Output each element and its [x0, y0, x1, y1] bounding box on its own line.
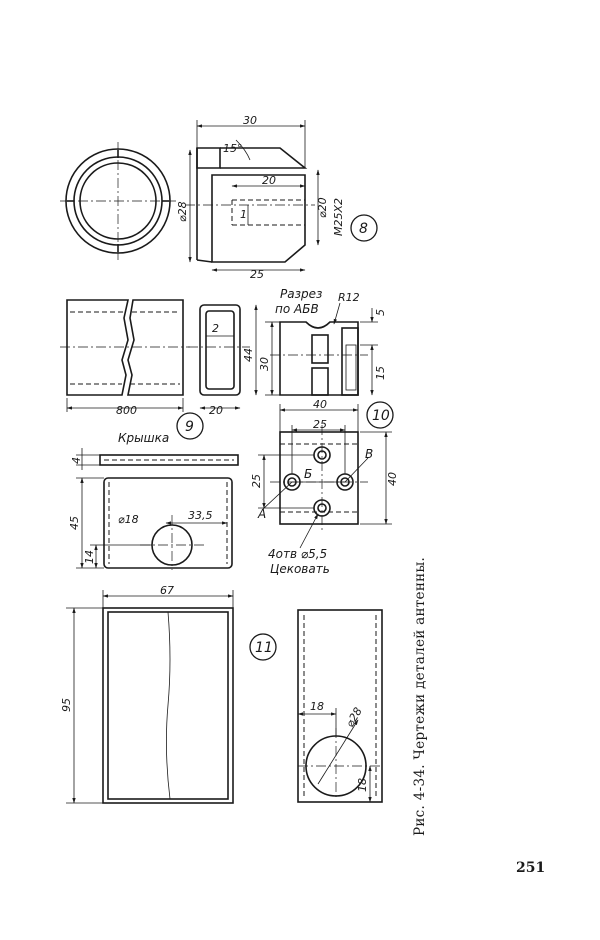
part-8-side-view: [185, 120, 320, 272]
part-9-drawing: 800 20 2 44 9: [60, 299, 258, 440]
part-11-side-dim: 18: [310, 700, 324, 713]
part-8-number: 8: [359, 221, 368, 237]
lid-height-dim: 45: [68, 516, 81, 530]
section-letter-b: Б: [304, 467, 312, 481]
part-10-hole-spacing-dim: 25: [313, 418, 327, 431]
part-8-bore-depth-dim: 20: [262, 174, 276, 187]
part-11-number-circle: [249, 633, 277, 661]
part-9-length-dim: 800: [116, 404, 137, 417]
part-10-vert-spacing-dim: 25: [250, 474, 263, 488]
part-10-width-dim: 40: [313, 398, 327, 411]
lid-bottom-dim: 14: [83, 550, 96, 564]
lid-hole-dim: ⌀18: [118, 513, 139, 526]
part-9-number: 9: [185, 419, 194, 435]
part-11-height-dim: 95: [60, 698, 73, 712]
part-8-bore-dia-dim: ⌀20: [316, 197, 329, 218]
part-11-bottom-dim: 18: [356, 778, 369, 792]
part-10-drawing: Разрез по АБВ R12 5 30 15 44: [250, 287, 399, 576]
lid-drawing: Крышка 4 45 14 ⌀18 33,5: [68, 431, 239, 570]
part-10-section-height-dim: 30: [258, 357, 271, 371]
lid-offset-dim: 33,5: [188, 509, 213, 522]
part-8-thread-length-dim: 25: [250, 268, 264, 281]
part-8-end-view: [60, 142, 176, 260]
section-letter-v: В: [365, 447, 373, 461]
part-9-number-circle: [176, 412, 204, 440]
part-11-number: 11: [255, 640, 273, 656]
section-title-line-1: Разрез: [280, 287, 322, 301]
section-title-line-2: по АБВ: [275, 302, 319, 316]
part-8-drawing: 30 15° 20 1 25 ⌀28 ⌀20 M25X2 8: [60, 114, 378, 281]
part-10-plan-view: [258, 404, 392, 549]
part-9-height-dim: 44: [242, 348, 255, 362]
part-9-width-dim: 20: [209, 404, 223, 417]
part-11-width-dim: 67: [160, 584, 174, 597]
part-11-drawing: 67 95 18 ⌀28 18 11: [60, 584, 383, 804]
part-8-thread-dim: M25X2: [332, 198, 345, 236]
part-10-slot-dim: 15: [374, 366, 387, 380]
part-10-number-circle: [366, 401, 394, 429]
part-10-number: 10: [372, 408, 390, 424]
part-8-number-circle: [350, 214, 378, 242]
lid-title: Крышка: [118, 431, 169, 445]
part-9-wall-dim: 2: [212, 322, 219, 335]
part-8-step-dim: 1: [240, 208, 247, 221]
part-10-top-offset-dim: 5: [374, 309, 387, 316]
part-8-outer-dia-dim: ⌀28: [176, 201, 189, 222]
holes-note-line-2: Цековать: [270, 562, 330, 576]
lid-thickness-dim: 4: [70, 457, 83, 464]
part-11-hole-dim: ⌀28: [343, 705, 365, 729]
page-number: 251: [516, 860, 546, 876]
part-10-side-dim: 40: [386, 472, 399, 486]
holes-note-line-1: 4отв ⌀5,5: [268, 547, 327, 561]
part-10-radius-dim: R12: [338, 291, 360, 304]
part-10-section-view: [265, 302, 378, 396]
section-letter-a: А: [257, 507, 266, 521]
figure-caption: Рис. 4-34. Чертежи деталей антенны.: [412, 556, 428, 836]
part-8-angle-dim: 15°: [223, 142, 243, 155]
part-8-length-dim: 30: [243, 114, 257, 127]
